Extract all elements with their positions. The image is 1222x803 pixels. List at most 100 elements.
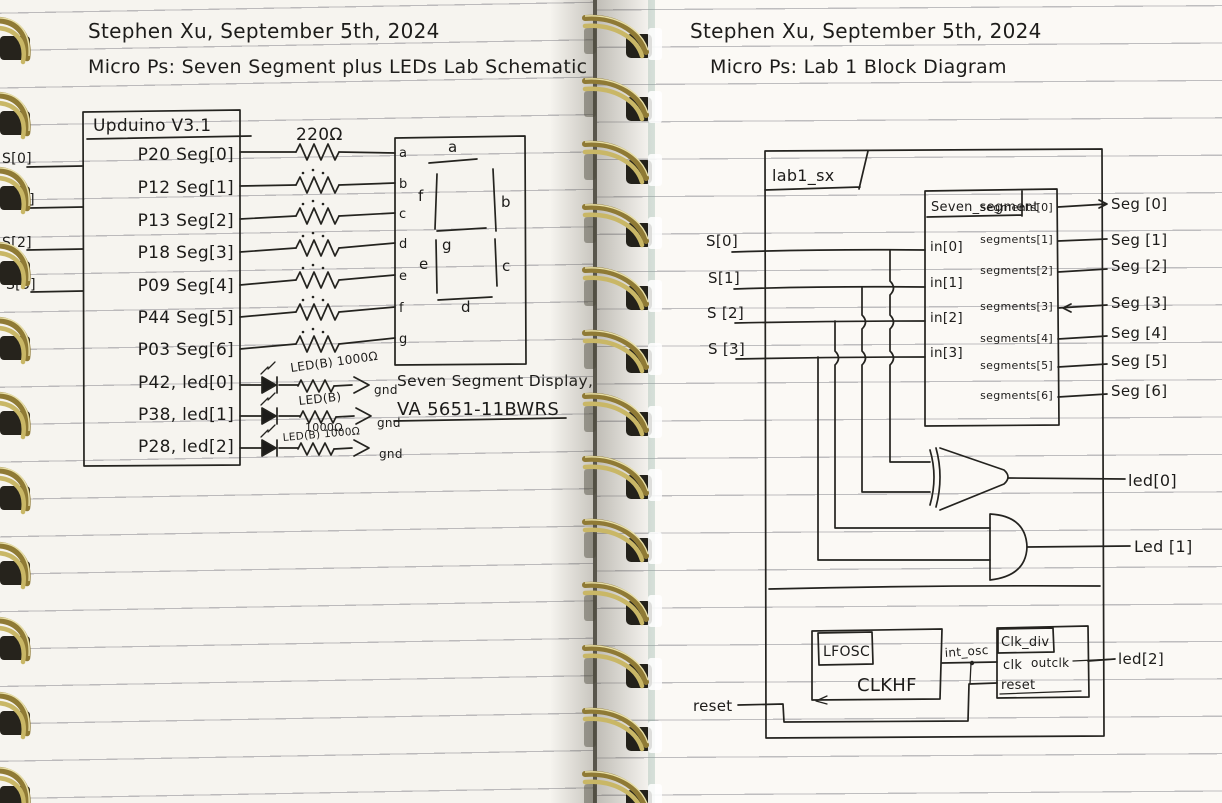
display-caption: Seven Segment Display,: [397, 372, 593, 390]
clk-port: clk: [1003, 658, 1022, 673]
display-pin: g: [399, 332, 408, 347]
led-row-2: LED(B) 1000Ω gnd: [239, 424, 403, 461]
page-left: Stephen Xu, September 5th, 2024 Micro Ps…: [0, 0, 594, 803]
out-port: segments[6]: [980, 389, 1053, 402]
input-label: S [2]: [707, 304, 744, 322]
chip-pin-label: P20 Seg[0]: [138, 145, 234, 165]
out-port: segments[4]: [980, 332, 1053, 345]
page-title: Micro Ps: Lab 1 Block Diagram: [710, 56, 1007, 78]
seg-output-label: Seg [3]: [1111, 294, 1167, 312]
right-block-diagram-drawing: Stephen Xu, September 5th, 2024 Micro Ps…: [690, 19, 1192, 739]
gnd-label: gnd: [379, 447, 403, 461]
seg-output-label: Seg [4]: [1111, 324, 1167, 342]
left-header: Stephen Xu, September 5th, 2024 Micro Ps…: [88, 19, 587, 78]
display-pin: c: [399, 207, 406, 222]
in-port: in[0]: [930, 239, 963, 255]
input-label: S[1]: [5, 192, 35, 208]
module-title: Seven_segment: [931, 200, 1039, 215]
segment-letter: e: [419, 255, 429, 273]
reset-input-label: reset: [693, 697, 733, 715]
seven-segment-module: Seven_segment in[0] in[1] in[2] in[3] se…: [924, 188, 1060, 427]
led-circuits: LED(B) 1000Ω gnd LED(B) 1000Ω gnd LED(B)…: [239, 349, 403, 461]
segment-letter: b: [501, 193, 511, 211]
display-part-number: VA 5651-11BWRS: [397, 399, 559, 420]
page-right: Stephen Xu, September 5th, 2024 Micro Ps…: [594, 0, 1222, 803]
seven-segment-display: a b c d e f g a f b g e c d Seven Segmen…: [393, 135, 593, 422]
led-label: LED(B) 1000Ω: [289, 349, 378, 375]
out-port: segments[5]: [980, 359, 1053, 372]
led-label: LED(B) 1000Ω: [282, 425, 360, 444]
seg-output-label: Seg [1]: [1111, 231, 1167, 249]
seg-output-label: Seg [0]: [1111, 195, 1167, 213]
and-gate: Led [1]: [989, 513, 1192, 581]
outclk-port: outclk: [1031, 656, 1069, 670]
right-header: Stephen Xu, September 5th, 2024 Micro Ps…: [690, 19, 1042, 78]
seg-output-label: Seg [5]: [1111, 352, 1167, 370]
input-label: S[2]: [2, 235, 32, 251]
ditto-dots: [301, 168, 325, 334]
section-divider: [768, 584, 1101, 590]
left-page-ink: Stephen Xu, September 5th, 2024 Micro Ps…: [2, 19, 593, 467]
author-date: Stephen Xu, September 5th, 2024: [690, 19, 1042, 43]
author-date: Stephen Xu, September 5th, 2024: [88, 19, 440, 43]
led-row-1: LED(B) 1000Ω gnd: [239, 390, 401, 434]
outer-block: lab1_sx: [764, 148, 1105, 739]
reset-port: reset: [1001, 678, 1035, 693]
gnd-label: gnd: [377, 416, 401, 430]
left-schematic-drawing: Stephen Xu, September 5th, 2024 Micro Ps…: [2, 19, 593, 467]
reset-wire: reset: [693, 682, 998, 723]
seg-output-label: Seg [2]: [1111, 257, 1167, 275]
chip-pin-label: P44 Seg[5]: [138, 308, 234, 328]
chip-pin-label: P12 Seg[1]: [138, 178, 234, 198]
segment-figure: a f b g e c d: [418, 138, 511, 316]
in-port: in[2]: [930, 310, 963, 326]
led-label: LED(B): [298, 390, 342, 408]
right-page-ink: Stephen Xu, September 5th, 2024 Micro Ps…: [690, 19, 1192, 739]
in-port: in[1]: [930, 275, 963, 291]
resistor-network: 220Ω: [239, 125, 396, 353]
clock-blocks: LFOSC CLKHF int_osc Clk_div clk outclk r…: [811, 625, 1164, 701]
chip-title: Upduino V3.1: [93, 116, 211, 136]
chip-pin-label: P42, led[0]: [138, 373, 234, 393]
input-label: S[0]: [706, 232, 738, 250]
input-label: S[0]: [2, 151, 32, 167]
chip-pin-label: P38, led[1]: [138, 405, 234, 425]
segment-letter: a: [448, 138, 458, 156]
display-pin: a: [399, 146, 407, 161]
led-output-label: led[0]: [1128, 471, 1177, 490]
chip-pin-label: P18 Seg[3]: [138, 243, 234, 263]
chip-block: Upduino V3.1 P20 Seg[0] P12 Seg[1] P13 S…: [82, 109, 252, 467]
block-inputs: S[0] S[1] S [2] S [3]: [706, 232, 926, 360]
out-port: segments[3]: [980, 300, 1053, 313]
input-label: S[3]: [6, 277, 36, 293]
clkhf-label: CLKHF: [857, 675, 917, 696]
segment-letter: f: [418, 187, 424, 205]
display-pin: f: [399, 301, 404, 316]
out-port: segments[2]: [980, 264, 1053, 277]
input-label: S[1]: [708, 269, 740, 287]
chip-pin-label: P03 Seg[6]: [138, 340, 234, 360]
display-pin: b: [399, 177, 408, 192]
chip-pin-label: P09 Seg[4]: [138, 276, 234, 296]
display-pin: e: [399, 269, 407, 284]
in-port: in[3]: [930, 345, 963, 361]
segment-letter: d: [461, 298, 471, 316]
input-tap-wires: [817, 249, 991, 561]
led-resistor-value: 1000Ω: [305, 421, 343, 434]
segment-letter: g: [442, 236, 452, 254]
chip-pin-label: P13 Seg[2]: [138, 211, 234, 231]
chip-pin-label: P28, led[2]: [138, 437, 234, 457]
lfosc-label: LFOSC: [823, 644, 870, 660]
segment-letter: c: [502, 257, 511, 275]
page-title: Micro Ps: Seven Segment plus LEDs Lab Sc…: [88, 56, 587, 78]
xor-gate: led[0]: [929, 447, 1177, 511]
led-row-0: LED(B) 1000Ω gnd: [239, 349, 397, 397]
int-osc-label: int_osc: [944, 643, 989, 660]
out-port: segments[1]: [980, 233, 1053, 246]
seg-output-label: Seg [6]: [1111, 382, 1167, 400]
switch-inputs: S[0] S[1] S[2] S[3]: [2, 151, 84, 293]
led-output-label: Led [1]: [1134, 537, 1192, 556]
out-port: segments[0]: [980, 201, 1053, 214]
display-pin: d: [399, 237, 408, 252]
